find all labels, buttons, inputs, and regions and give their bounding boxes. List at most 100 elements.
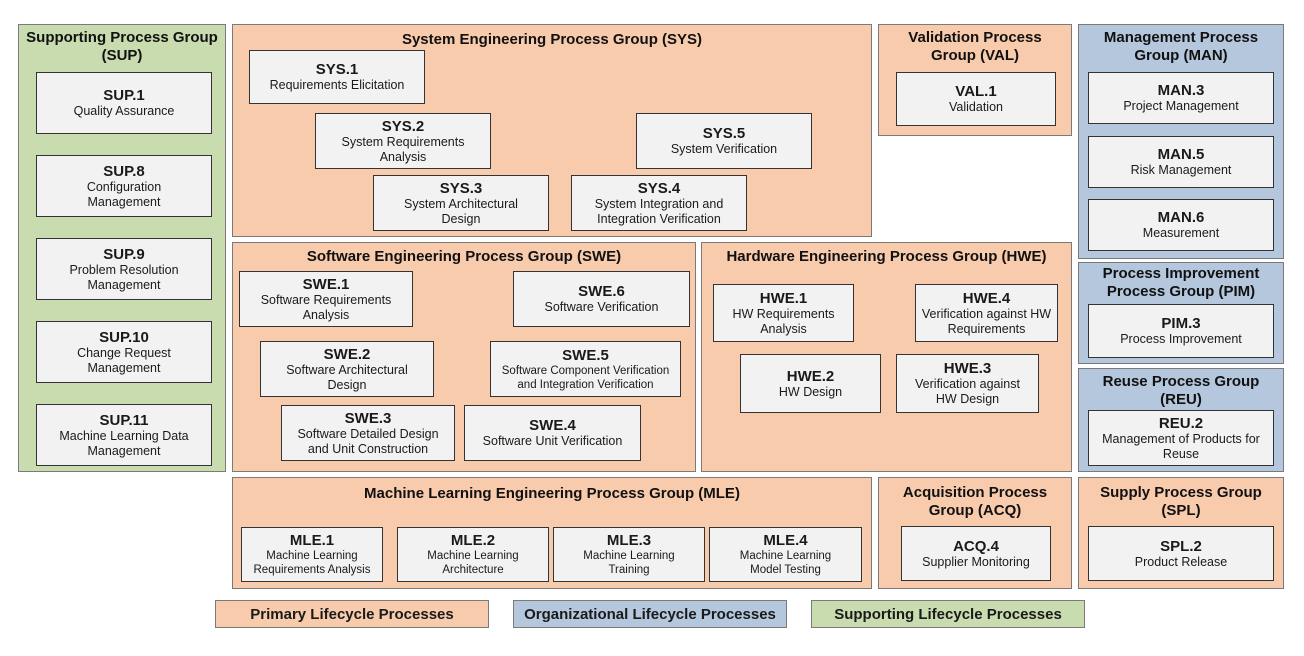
- group-title: Reuse Process Group (REU): [1102, 373, 1260, 408]
- process-name: Configuration Management: [86, 179, 162, 209]
- process-id: MAN.5: [1157, 146, 1205, 163]
- process-name: System Architectural Design: [404, 196, 518, 226]
- process-box-swe-5[interactable]: SWE.5 Software Component Verification an…: [490, 341, 681, 397]
- process-box-mle-4[interactable]: MLE.4 Machine Learning Model Testing: [709, 527, 862, 582]
- process-name: System Integration and Integration Verif…: [594, 196, 724, 226]
- group-swe: Software Engineering Process Group (SWE)…: [232, 242, 696, 472]
- process-name: HW Design: [778, 384, 843, 399]
- legend-supporting: Supporting Lifecycle Processes: [811, 600, 1085, 628]
- process-box-acq-4[interactable]: ACQ.4 Supplier Monitoring: [901, 526, 1051, 581]
- process-box-sys-2[interactable]: SYS.2 System Requirements Analysis: [315, 113, 491, 169]
- process-box-swe-2[interactable]: SWE.2 Software Architectural Design: [260, 341, 434, 397]
- process-id: SWE.4: [529, 417, 576, 434]
- process-box-man-6[interactable]: MAN.6 Measurement: [1088, 199, 1274, 251]
- process-id: MLE.4: [763, 532, 808, 549]
- process-name: System Verification: [670, 142, 778, 156]
- process-box-spl-2[interactable]: SPL.2 Product Release: [1088, 526, 1274, 581]
- process-id: HWE.2: [786, 367, 835, 385]
- group-sup: Supporting Process Group (SUP) SUP.1 Qua…: [18, 24, 226, 472]
- process-id: SYS.3: [439, 179, 483, 197]
- group-title: Process Improvement Process Group (PIM): [1102, 265, 1260, 300]
- process-box-hwe-3[interactable]: HWE.3 Verification against HW Design: [896, 354, 1039, 413]
- process-box-swe-1[interactable]: SWE.1 Software Requirements Analysis: [239, 271, 413, 327]
- process-box-sup-8[interactable]: SUP.8 Configuration Management: [36, 155, 212, 217]
- process-name: Verification against HW Design: [915, 377, 1020, 406]
- process-id: REU.2: [1158, 414, 1204, 432]
- process-id: HWE.1: [759, 289, 808, 307]
- process-id: SUP.10: [99, 328, 149, 346]
- process-name: Product Release: [1134, 554, 1228, 569]
- group-sys: System Engineering Process Group (SYS) S…: [232, 24, 872, 237]
- process-box-reu-2[interactable]: REU.2 Management of Products for Reuse: [1088, 410, 1274, 466]
- process-box-sup-10[interactable]: SUP.10 Change Request Management: [36, 321, 212, 383]
- group-title: Validation Process Group (VAL): [908, 29, 1042, 64]
- process-box-sys-5[interactable]: SYS.5 System Verification: [636, 113, 812, 169]
- group-val: Validation Process Group (VAL) VAL.1 Val…: [878, 24, 1072, 136]
- group-title: Management Process Group (MAN): [1103, 29, 1259, 64]
- process-name: Quality Assurance: [73, 104, 175, 118]
- group-title: Software Engineering Process Group (SWE): [306, 248, 622, 265]
- process-id: SWE.5: [562, 346, 609, 364]
- process-box-val-1[interactable]: VAL.1 Validation: [896, 72, 1056, 126]
- process-name: Supplier Monitoring: [922, 554, 1030, 569]
- legend-primary: Primary Lifecycle Processes: [215, 600, 489, 628]
- process-id: SWE.3: [344, 409, 392, 427]
- process-name: Change Request Management: [77, 345, 171, 375]
- process-box-man-3[interactable]: MAN.3 Project Management: [1088, 72, 1274, 124]
- process-box-hwe-1[interactable]: HWE.1 HW Requirements Analysis: [713, 284, 854, 342]
- process-id: MAN.3: [1157, 82, 1205, 99]
- process-name: Requirements Elicitation: [269, 78, 405, 92]
- process-box-swe-3[interactable]: SWE.3 Software Detailed Design and Unit …: [281, 405, 455, 461]
- process-box-hwe-4[interactable]: HWE.4 Verification against HW Requiremen…: [915, 284, 1058, 342]
- process-id: ACQ.4: [953, 537, 999, 555]
- process-box-swe-6[interactable]: SWE.6 Software Verification: [513, 271, 690, 327]
- process-name: Process Improvement: [1120, 332, 1242, 346]
- process-name: HW Requirements Analysis: [732, 306, 835, 336]
- group-title: System Engineering Process Group (SYS): [401, 31, 703, 48]
- process-box-sys-3[interactable]: SYS.3 System Architectural Design: [373, 175, 549, 231]
- process-box-hwe-2[interactable]: HWE.2 HW Design: [740, 354, 881, 413]
- group-spl: Supply Process Group (SPL) SPL.2 Product…: [1078, 477, 1284, 589]
- process-name: Machine Learning Training: [583, 550, 675, 576]
- process-box-sup-9[interactable]: SUP.9 Problem Resolution Management: [36, 238, 212, 300]
- process-id: MLE.1: [289, 532, 335, 549]
- process-box-pim-3[interactable]: PIM.3 Process Improvement: [1088, 304, 1274, 358]
- process-id: SPL.2: [1160, 537, 1202, 555]
- process-box-sup-1[interactable]: SUP.1 Quality Assurance: [36, 72, 212, 134]
- process-id: MLE.3: [606, 532, 652, 549]
- group-mle: Machine Learning Engineering Process Gro…: [232, 477, 872, 589]
- process-box-man-5[interactable]: MAN.5 Risk Management: [1088, 136, 1274, 188]
- process-id: SYS.5: [702, 125, 746, 142]
- process-id: HWE.4: [962, 289, 1011, 307]
- process-box-mle-2[interactable]: MLE.2 Machine Learning Architecture: [397, 527, 549, 582]
- process-box-sys-4[interactable]: SYS.4 System Integration and Integration…: [571, 175, 747, 231]
- process-name: Measurement: [1142, 226, 1220, 240]
- process-name: System Requirements Analysis: [341, 134, 465, 164]
- legend-organizational: Organizational Lifecycle Processes: [513, 600, 787, 628]
- process-box-swe-4[interactable]: SWE.4 Software Unit Verification: [464, 405, 641, 461]
- process-name: Software Requirements Analysis: [260, 292, 392, 322]
- group-man: Management Process Group (MAN) MAN.3 Pro…: [1078, 24, 1284, 259]
- process-name: Software Detailed Design and Unit Constr…: [297, 426, 439, 456]
- group-title: Acquisition Process Group (ACQ): [902, 484, 1048, 519]
- process-name: Validation: [949, 100, 1003, 114]
- process-id: SWE.1: [302, 275, 350, 293]
- process-box-mle-3[interactable]: MLE.3 Machine Learning Training: [553, 527, 705, 582]
- process-name: Verification against HW Requirements: [921, 306, 1052, 336]
- process-name: Management of Products for Reuse: [1102, 431, 1260, 461]
- process-name: Problem Resolution Management: [69, 262, 179, 292]
- process-box-mle-1[interactable]: MLE.1 Machine Learning Requirements Anal…: [241, 527, 383, 582]
- process-id: SUP.9: [103, 245, 145, 263]
- process-id: MLE.2: [450, 532, 496, 549]
- process-name: Project Management: [1123, 99, 1239, 113]
- process-box-sup-11[interactable]: SUP.11 Machine Learning Data Management: [36, 404, 212, 466]
- group-title: Supply Process Group (SPL): [1100, 484, 1262, 519]
- process-id: SWE.2: [323, 345, 371, 363]
- process-name: Machine Learning Data Management: [59, 428, 189, 458]
- process-box-sys-1[interactable]: SYS.1 Requirements Elicitation: [249, 50, 425, 104]
- group-acq: Acquisition Process Group (ACQ) ACQ.4 Su…: [878, 477, 1072, 589]
- process-name: Software Architectural Design: [286, 362, 408, 392]
- group-title: Hardware Engineering Process Group (HWE): [726, 248, 1047, 265]
- process-id: SYS.4: [637, 179, 681, 197]
- group-title: Supporting Process Group (SUP): [26, 29, 218, 64]
